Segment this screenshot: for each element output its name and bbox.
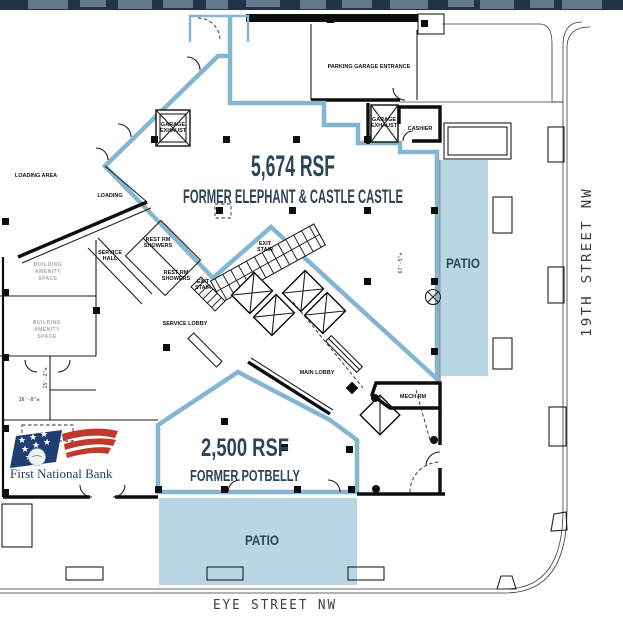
sidewalk-planters	[1, 122, 568, 590]
dim-16-0: 16'-0"±	[18, 397, 39, 403]
elevator-bank	[230, 269, 347, 337]
amenity2-l1: BUILDING	[33, 320, 61, 326]
cropped-title-band	[0, 0, 623, 10]
restrm1-l2: SHOWERS	[144, 243, 173, 249]
exit-stair-main	[209, 223, 327, 303]
patio-right-fill	[441, 160, 488, 376]
mech-room	[345, 160, 445, 496]
dashed-details	[214, 203, 441, 493]
restroom-block	[124, 219, 202, 297]
eye-street-label: EYE STREET NW	[213, 598, 337, 613]
left-wing-walls	[0, 165, 158, 499]
patio-bottom-label: PATIO	[245, 532, 279, 548]
restrm2-l2: SHOWERS	[162, 276, 191, 282]
parking-garage	[310, 24, 563, 103]
first-national-bank-logo: First National Bank	[10, 428, 118, 481]
19th-street-label: 19TH STREET NW	[580, 187, 595, 337]
restrm1-l1: REST RM	[146, 237, 171, 243]
main-lobby-elements	[187, 301, 431, 441]
exit-stair-small	[190, 276, 226, 312]
space-labels: 5,674 RSF FORMER ELEPHANT & CASTLE CASTL…	[183, 150, 480, 548]
exit-stair-main-l2: STAIR	[257, 247, 273, 253]
storefront-arcs	[227, 479, 341, 493]
service-hall-l2: HALL	[103, 256, 118, 262]
top-vestibule	[188, 14, 250, 42]
exit-stair-main-l1: EXIT	[259, 241, 272, 247]
garage-exhaust1-l1: GARAGE	[161, 122, 185, 128]
dim-67-5: 67'-5"±	[398, 252, 404, 273]
parking-garage-label: PARKING GARAGE ENTRANCE	[328, 64, 411, 70]
former-elephant-label: FORMER ELEPHANT & CASTLE CASTLE	[183, 187, 403, 208]
service-lobby-label: SERVICE LOBBY	[163, 321, 208, 327]
room-labels: LOADING AREA LOADING BUILDING AMENITY SP…	[15, 64, 433, 400]
amenity1-l1: BUILDING	[34, 262, 62, 268]
garage-exhaust2-l1: GARAGE	[372, 117, 396, 123]
top-wall-box	[417, 13, 445, 35]
patio-right-label: PATIO	[446, 255, 480, 271]
patio-bottom-fill	[159, 498, 357, 585]
drain-symbol	[424, 288, 442, 306]
mech-rm-label: MECH RM	[400, 394, 427, 400]
garage-exhaust1-l2: EXHAUST	[160, 128, 187, 134]
amenity1-l2: AMENITY	[35, 269, 61, 275]
amenity2-l3: SPACE	[37, 334, 57, 340]
amenity1-l3: SPACE	[38, 276, 58, 282]
flag-icon	[10, 428, 118, 468]
restrm2-l1: REST RM	[164, 270, 189, 276]
first-national-bank-label: First National Bank	[10, 466, 113, 481]
garage-exhaust-shaft-1	[155, 109, 191, 147]
cashier-room	[397, 105, 442, 143]
loading-area-label: LOADING AREA	[15, 173, 57, 179]
door-arcs-loading	[95, 56, 201, 161]
dim-15-2: 15'-2"±	[43, 367, 49, 388]
service-hall-l1: SERVICE	[98, 250, 122, 256]
main-lobby-label: MAIN LOBBY	[300, 370, 335, 376]
exit-stair-small-l2: STAIR	[195, 285, 211, 291]
exit-stair-small-l1: EXIT	[197, 279, 210, 285]
columns	[2, 16, 438, 496]
area-5674-label: 5,674 RSF	[251, 150, 335, 183]
cashier-label: CASHIER	[408, 126, 433, 132]
street-labels: EYE STREET NW 19TH STREET NW	[213, 187, 595, 613]
former-potbelly-label: FORMER POTBELLY	[190, 468, 300, 485]
amenity2-l2: AMENITY	[34, 327, 60, 333]
area-2500-label: 2,500 RSF	[201, 434, 289, 462]
loading-label: LOADING	[97, 193, 122, 199]
dimension-labels: 67'-5"± 16'-0"± 15'-2"±	[18, 252, 404, 403]
garage-exhaust2-l2: EXHAUST	[371, 123, 398, 129]
